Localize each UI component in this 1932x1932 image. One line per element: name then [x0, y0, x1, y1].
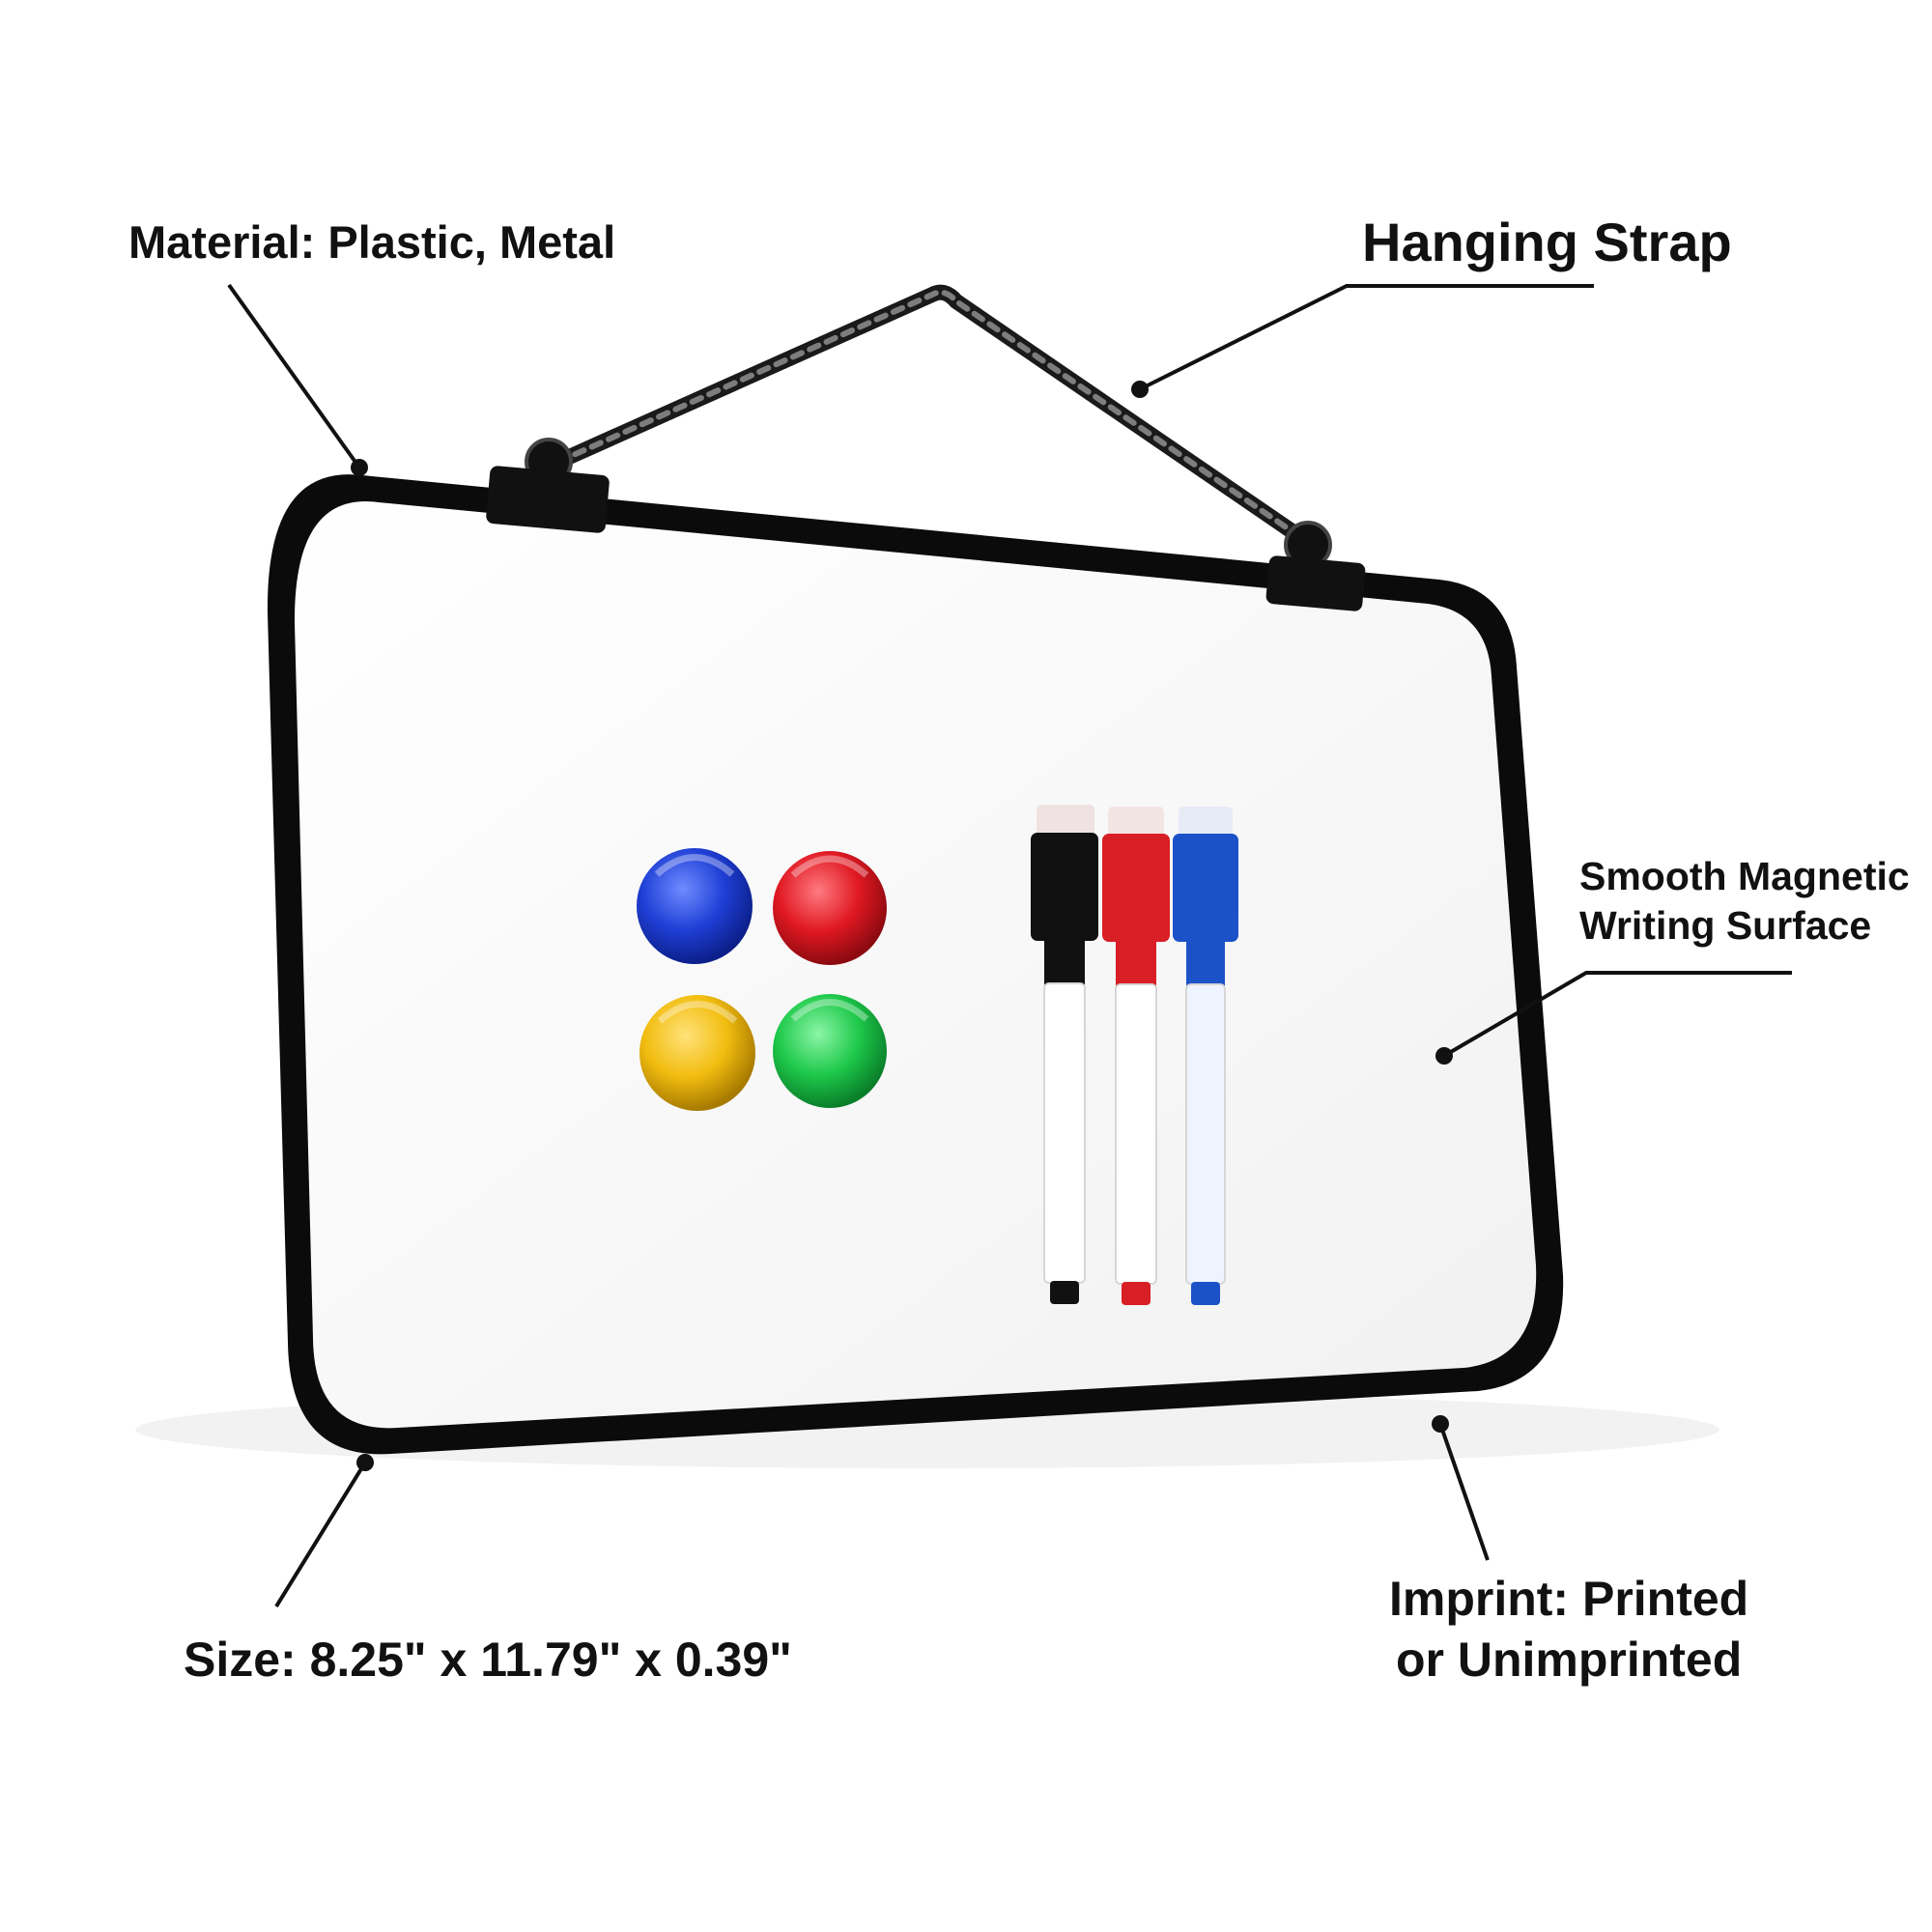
callout-line-size [274, 1461, 367, 1608]
callout-dot-strap [1131, 381, 1149, 398]
callout-line-imprint [1438, 1423, 1490, 1561]
size-label: Size: 8.25" x 11.79" x 0.39" [184, 1633, 792, 1687]
marker-black [1031, 805, 1098, 1304]
callout-dot-size [356, 1454, 374, 1471]
callout-lines [227, 283, 1792, 1608]
marker-blue [1173, 807, 1238, 1305]
hanging-strap-label: Hanging Strap [1362, 212, 1732, 272]
marker-red [1102, 807, 1170, 1305]
hanging-strap [551, 284, 1314, 549]
callout-dot-imprint [1432, 1415, 1449, 1433]
material-label: Material: Plastic, Metal [128, 216, 616, 268]
magnet-red [773, 851, 887, 965]
imprint-label: Imprint: Printed or Unimprinted [1389, 1569, 1748, 1690]
writing-surface [294, 501, 1537, 1429]
writing-surface-label-line1: Smooth Magnetic [1579, 854, 1910, 898]
callout-dot-material [351, 459, 368, 476]
callout-line-surface [1442, 971, 1792, 1058]
strap-clip-left [486, 466, 610, 533]
magnet-green [773, 994, 887, 1108]
callout-line-material [227, 283, 361, 469]
magnet-blue [637, 848, 753, 964]
writing-surface-label-line2: Writing Surface [1579, 903, 1872, 949]
imprint-label-line1: Imprint: Printed [1389, 1572, 1749, 1626]
callout-dot-surface [1435, 1047, 1453, 1065]
callout-line-strap [1139, 284, 1594, 391]
strap-clip-right [1265, 555, 1366, 611]
imprint-label-line2: or Unimprinted [1395, 1632, 1743, 1687]
writing-surface-label: Smooth Magnetic Writing Surface [1579, 852, 1910, 952]
magnet-yellow [639, 995, 755, 1111]
hanging-strap-texture [555, 289, 1309, 544]
